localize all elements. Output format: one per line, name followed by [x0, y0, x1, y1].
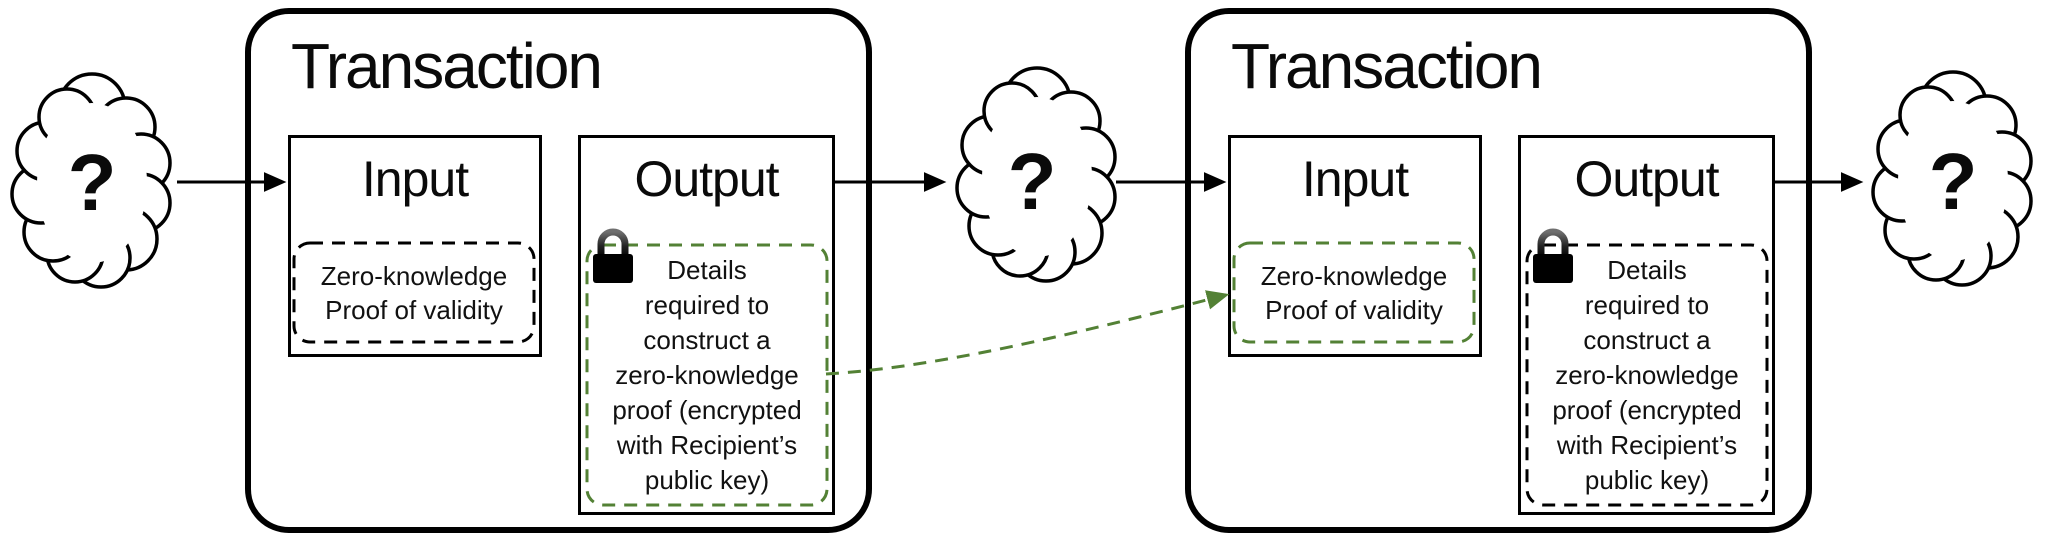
tx1-input-dashed-border	[292, 241, 536, 344]
tx2-output-box: Output	[1518, 135, 1775, 515]
note-line: proof (encrypted	[1552, 394, 1742, 425]
note-line: zero-knowledge	[615, 359, 799, 390]
tx1-encrypted-details-note: Details required to construct a zero-knowle…	[587, 245, 827, 505]
note-line: construct a	[1583, 324, 1711, 355]
note-line: Zero-knowledge	[320, 260, 508, 291]
note-line: required to	[1584, 289, 1710, 320]
question-mark: ?	[67, 138, 117, 227]
note-line: Details	[667, 254, 747, 285]
tx1-output-box: Output	[578, 135, 835, 515]
transaction-title: Transaction	[1231, 30, 1543, 102]
tx1-input-box: Input	[288, 135, 542, 357]
note-line: public key)	[644, 464, 770, 495]
input-label: Input	[361, 151, 469, 207]
note-line: Proof of validity	[1265, 294, 1443, 325]
question-mark: ?	[1928, 137, 1978, 226]
tx2-input-dashed-border	[1232, 241, 1476, 344]
note-line: with Recipient’s	[616, 429, 798, 460]
note-line: Proof of validity	[325, 294, 503, 325]
note-line: zero-knowledge	[1555, 359, 1739, 390]
note-line: public key)	[1584, 464, 1710, 495]
note-line: Details	[1607, 254, 1687, 285]
input-label: Input	[1301, 151, 1409, 207]
note-line: proof (encrypted	[612, 394, 802, 425]
output-label: Output	[1574, 151, 1719, 207]
tx2-input-box: Input	[1228, 135, 1482, 357]
transaction-title: Transaction	[291, 30, 603, 102]
note-line: Zero-knowledge	[1260, 260, 1448, 291]
transaction-1-box: Transaction Input Output	[245, 8, 872, 533]
note-line: with Recipient’s	[1556, 429, 1738, 460]
tx2-encrypted-details-note: Details required to construct a zero-knowle…	[1527, 245, 1767, 505]
transaction-2-box: Transaction Input Output	[1185, 8, 1812, 533]
output-label: Output	[634, 151, 779, 207]
question-mark: ?	[1007, 137, 1057, 226]
note-line: construct a	[643, 324, 771, 355]
note-line: required to	[644, 289, 770, 320]
